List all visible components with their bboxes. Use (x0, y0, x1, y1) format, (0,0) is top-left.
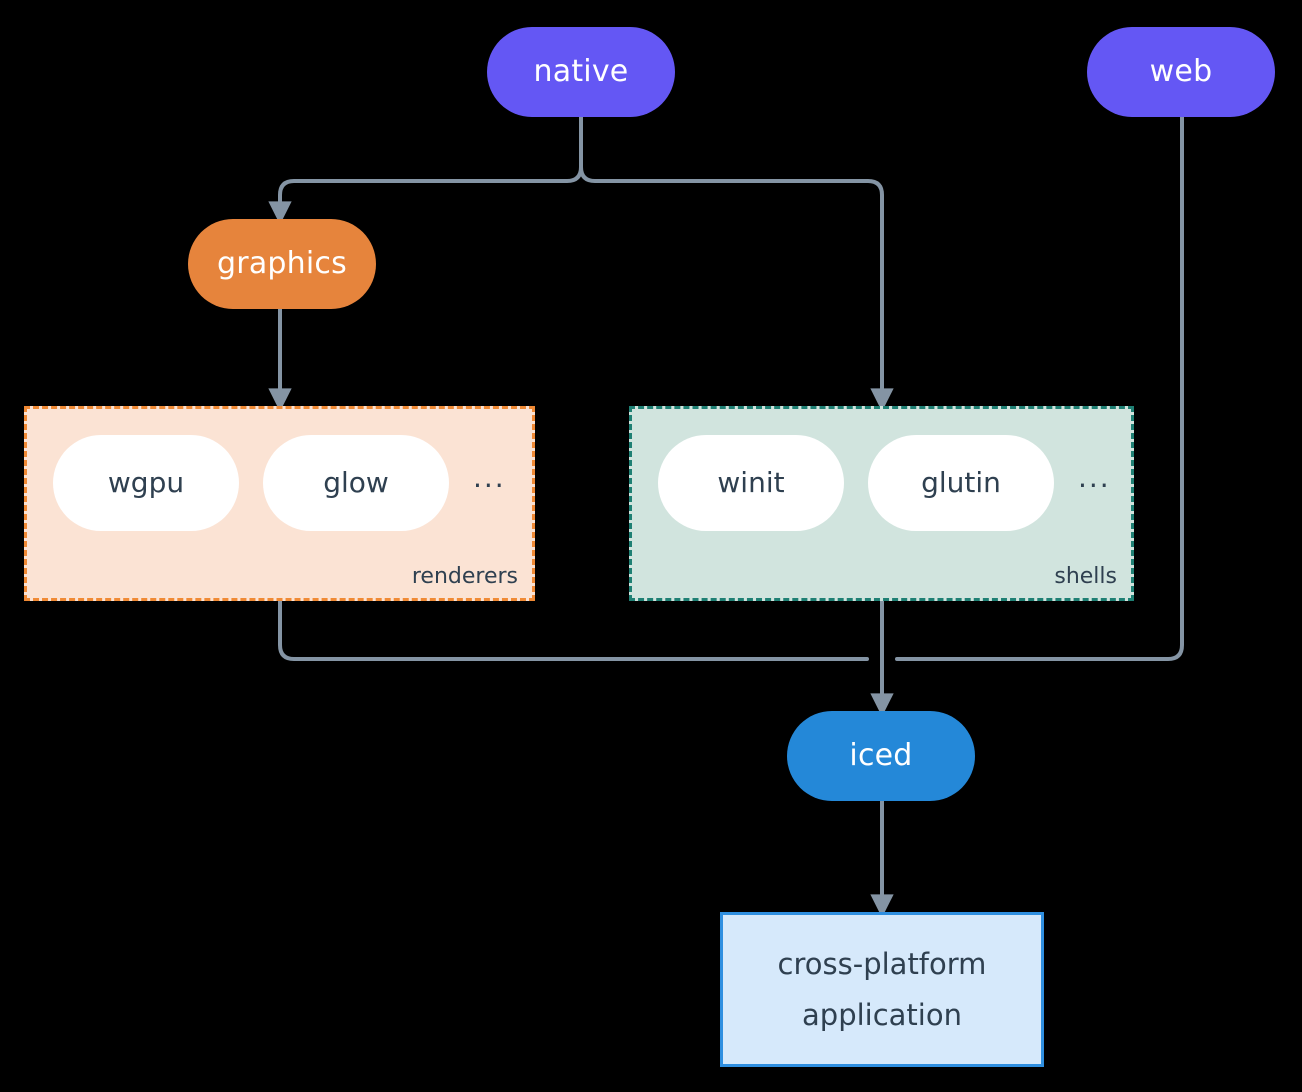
application-line-1: cross-platform (777, 946, 987, 981)
node-iced[interactable]: iced (787, 711, 975, 801)
node-graphics[interactable]: graphics (188, 219, 376, 309)
edge-native-to-shells (579, 165, 894, 412)
chip-glutin[interactable]: glutin (868, 435, 1054, 531)
group-renderers: wgpu glow ... renderers (24, 406, 535, 601)
group-shells-label: shells (1054, 564, 1117, 589)
group-renderers-items: wgpu glow ... (53, 435, 506, 531)
group-shells-items: winit glutin ... (658, 435, 1111, 531)
node-web[interactable]: web (1087, 27, 1275, 117)
group-shells: winit glutin ... shells (629, 406, 1134, 601)
node-native[interactable]: native (487, 27, 675, 117)
application-line-2: application (802, 997, 962, 1032)
group-renderers-label: renderers (411, 564, 518, 589)
edge-renderers-to-iced (278, 599, 869, 661)
chip-glow[interactable]: glow (263, 435, 449, 531)
edge-native-to-graphics (268, 165, 583, 225)
shells-more-ellipsis: ... (1078, 461, 1111, 494)
chip-wgpu[interactable]: wgpu (53, 435, 239, 531)
chip-winit[interactable]: winit (658, 435, 844, 531)
renderers-more-ellipsis: ... (473, 461, 506, 494)
node-cross-platform-application[interactable]: cross-platform application (720, 912, 1044, 1067)
